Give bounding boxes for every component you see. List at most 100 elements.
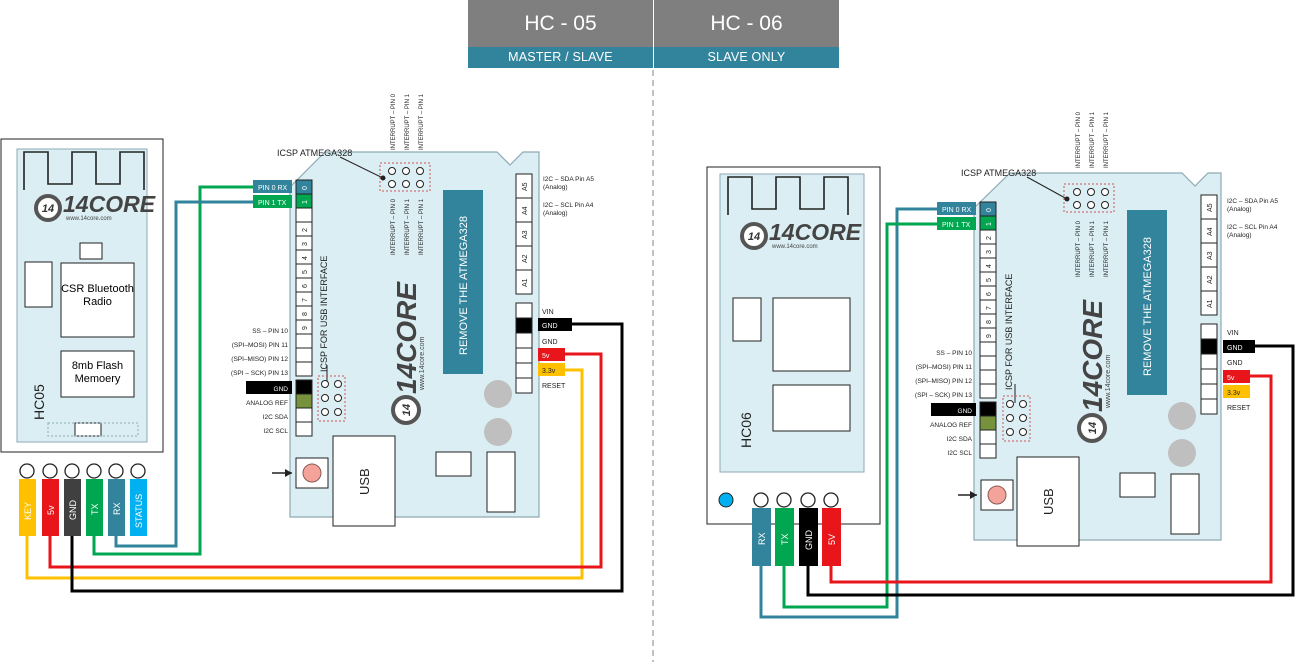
hc05-title: HC - 05 [468, 0, 653, 47]
antenna-trace-hc06 [727, 176, 849, 215]
interrupt-bottom-2c: INTERRUPT – PIN 1 [1104, 220, 1110, 277]
interrupt-bottom-1b: INTERRUPT – PIN 1 [405, 198, 411, 255]
hc05-connectors: KEY 5v GND TX RX STATUS [19, 479, 147, 536]
i2c-scl-right-1: I2C – SCL Pin A4 [543, 202, 594, 209]
miso-label-1: (SPI–MISO) PIN 12 [231, 356, 288, 363]
board-url-1: www.14core.com [419, 337, 426, 391]
brand-name: 14CORE [63, 191, 156, 217]
power-header-2: VIN GND GND 5v 3.3v RESET [1200, 323, 1255, 415]
d4-2: 4 [986, 264, 993, 268]
sck-label-2: (SPI – SCK) PIN 13 [915, 392, 972, 399]
a2-2: A2 [1207, 275, 1214, 284]
atmega-chip-1 [443, 190, 483, 374]
d3-2: 3 [986, 250, 993, 254]
mosi-label-1: (SPI–MOSI) PIN 11 [232, 342, 289, 349]
a5-1: A5 [522, 182, 529, 191]
a3-2: A3 [1207, 251, 1214, 260]
d5-2: 5 [986, 278, 993, 282]
icsp-usb-label-2: ICSP FOR USB INTERFACE [1004, 274, 1014, 390]
d8-2: 8 [986, 320, 993, 324]
icsp-usb-label-1: ICSP FOR USB INTERFACE [319, 256, 329, 372]
gnd-label-2b: GND [1227, 360, 1243, 367]
a1-2: A1 [1207, 299, 1214, 308]
wire-teal-hc06 [759, 207, 940, 619]
interrupt-top-2b: INTERRUPT – PIN 1 [1090, 111, 1096, 168]
atmega-chip-label-1: REMOVE THE ATMEGA328 [458, 216, 470, 355]
arduino-board-1: ICSP ATMEGA328 INTERRUPT – PIN 0 INTERRU… [231, 93, 594, 527]
interrupt-top-1a: INTERRUPT – PIN 0 [391, 93, 397, 150]
brand-name-hc06: 14CORE [769, 219, 862, 245]
5v-label-1: 5v [542, 353, 550, 360]
wire-black-hc06 [806, 344, 1295, 597]
gnd-label-1b: GND [542, 339, 558, 346]
hc05-header: HC - 05 MASTER / SLAVE [468, 0, 653, 68]
hc06-label: HC06 [738, 412, 754, 448]
reset-label-2: RESET [1227, 405, 1251, 412]
interrupt-top-1c: INTERRUPT – PIN 1 [419, 93, 425, 150]
d2-1: 2 [302, 228, 309, 232]
digital-header-1: 0 1 2 3 4 5 6 7 8 9 [295, 179, 313, 437]
hc06-module: 14 14CORE www.14core.com HC06 [706, 166, 881, 525]
analog-header-2: A5 A4 A3 A2 A1 [1200, 194, 1218, 316]
interrupt-bottom-1c: INTERRUPT – PIN 1 [419, 198, 425, 255]
wire-green-hc06 [782, 222, 940, 609]
d0-1: 0 [302, 186, 309, 190]
hc06-wires [759, 207, 1295, 619]
icsp-atmega-label-1: ICSP ATMEGA328 [277, 148, 352, 158]
interrupt-bottom-2b: INTERRUPT – PIN 1 [1090, 220, 1096, 277]
hc06-pin-gnd: GND [804, 530, 814, 551]
hc05-pin-circles [19, 463, 146, 479]
d4-1: 4 [302, 256, 309, 260]
hc05-module: 14 14CORE www.14core.com CSR Bluetooth R… [0, 138, 164, 453]
csr-radio-label: CSR Bluetooth Radio [61, 283, 134, 308]
board-logo-1: 14 14CORE www.14core.com [391, 281, 426, 425]
ss-label-1: SS – PIN 10 [252, 328, 288, 335]
i2c-sda-left-2: I2C SDA [947, 436, 973, 443]
i2c-sda-right-1: I2C – SDA Pin A5 [543, 176, 594, 183]
arduino-board-2: ICSP ATMEGA328 INTERRUPT – PIN 0 INTERRU… [915, 111, 1278, 547]
3v3-label-1: 3.3v [542, 368, 556, 375]
atmega-chip-2 [1127, 210, 1167, 395]
i2c-scl-right-2: I2C – SCL Pin A4 [1227, 224, 1278, 231]
flash-label: 8mb Flash Memoery [71, 360, 124, 385]
wire-yellow-hc05 [25, 368, 584, 580]
i2c-scl-left-1: I2C SCL [263, 428, 288, 435]
pin-status: STATUS [134, 494, 144, 528]
usb-port-2 [1016, 456, 1080, 547]
csr-radio-chip [60, 262, 135, 338]
board-brand-1: 14CORE [391, 281, 422, 394]
vin-label-1: VIN [542, 309, 554, 316]
interrupt-top-1b: INTERRUPT – PIN 1 [405, 93, 411, 150]
pin0-label-2: PIN 0 RX [942, 207, 972, 214]
brand-logo: 14 14CORE www.14core.com [34, 191, 156, 222]
svg-text:14: 14 [401, 404, 413, 416]
d1-2: 1 [986, 222, 993, 226]
svg-text:14: 14 [748, 231, 760, 243]
atmega-chip-label-2: REMOVE THE ATMEGA328 [1142, 237, 1154, 376]
brand-url-hc06: www.14core.com [771, 244, 818, 250]
d6-1: 6 [302, 284, 309, 288]
gnd-left-label-1: GND [274, 386, 289, 393]
d6-2: 6 [986, 292, 993, 296]
d5-1: 5 [302, 270, 309, 274]
d3-1: 3 [302, 242, 309, 246]
wire-red-hc05 [48, 352, 603, 569]
d2-2: 2 [986, 236, 993, 240]
aref-label-2: ANALOG REF [930, 422, 972, 429]
board-url-2: www.14core.com [1105, 355, 1112, 409]
brand-logo-hc06: 14 14CORE www.14core.com [740, 219, 862, 250]
d8-1: 8 [302, 312, 309, 316]
digital-header-2: 0 1 2 3 4 5 6 7 8 9 [979, 201, 997, 459]
hc05-wires [25, 185, 624, 593]
d0-2: 0 [986, 208, 993, 212]
d1-1: 1 [302, 200, 309, 204]
hc06-pin-tx: TX [780, 533, 790, 545]
interrupt-top-2c: INTERRUPT – PIN 1 [1104, 111, 1110, 168]
wire-teal-hc05 [114, 200, 258, 548]
flash-chip [60, 350, 135, 398]
gnd-label-1a: GND [542, 323, 558, 330]
hc06-connectors: RX TX GND 5V [752, 508, 841, 566]
analog-note-1a: (Analog) [543, 184, 568, 191]
pin1-label-1: PIN 1 TX [258, 200, 287, 207]
a1-1: A1 [522, 278, 529, 287]
